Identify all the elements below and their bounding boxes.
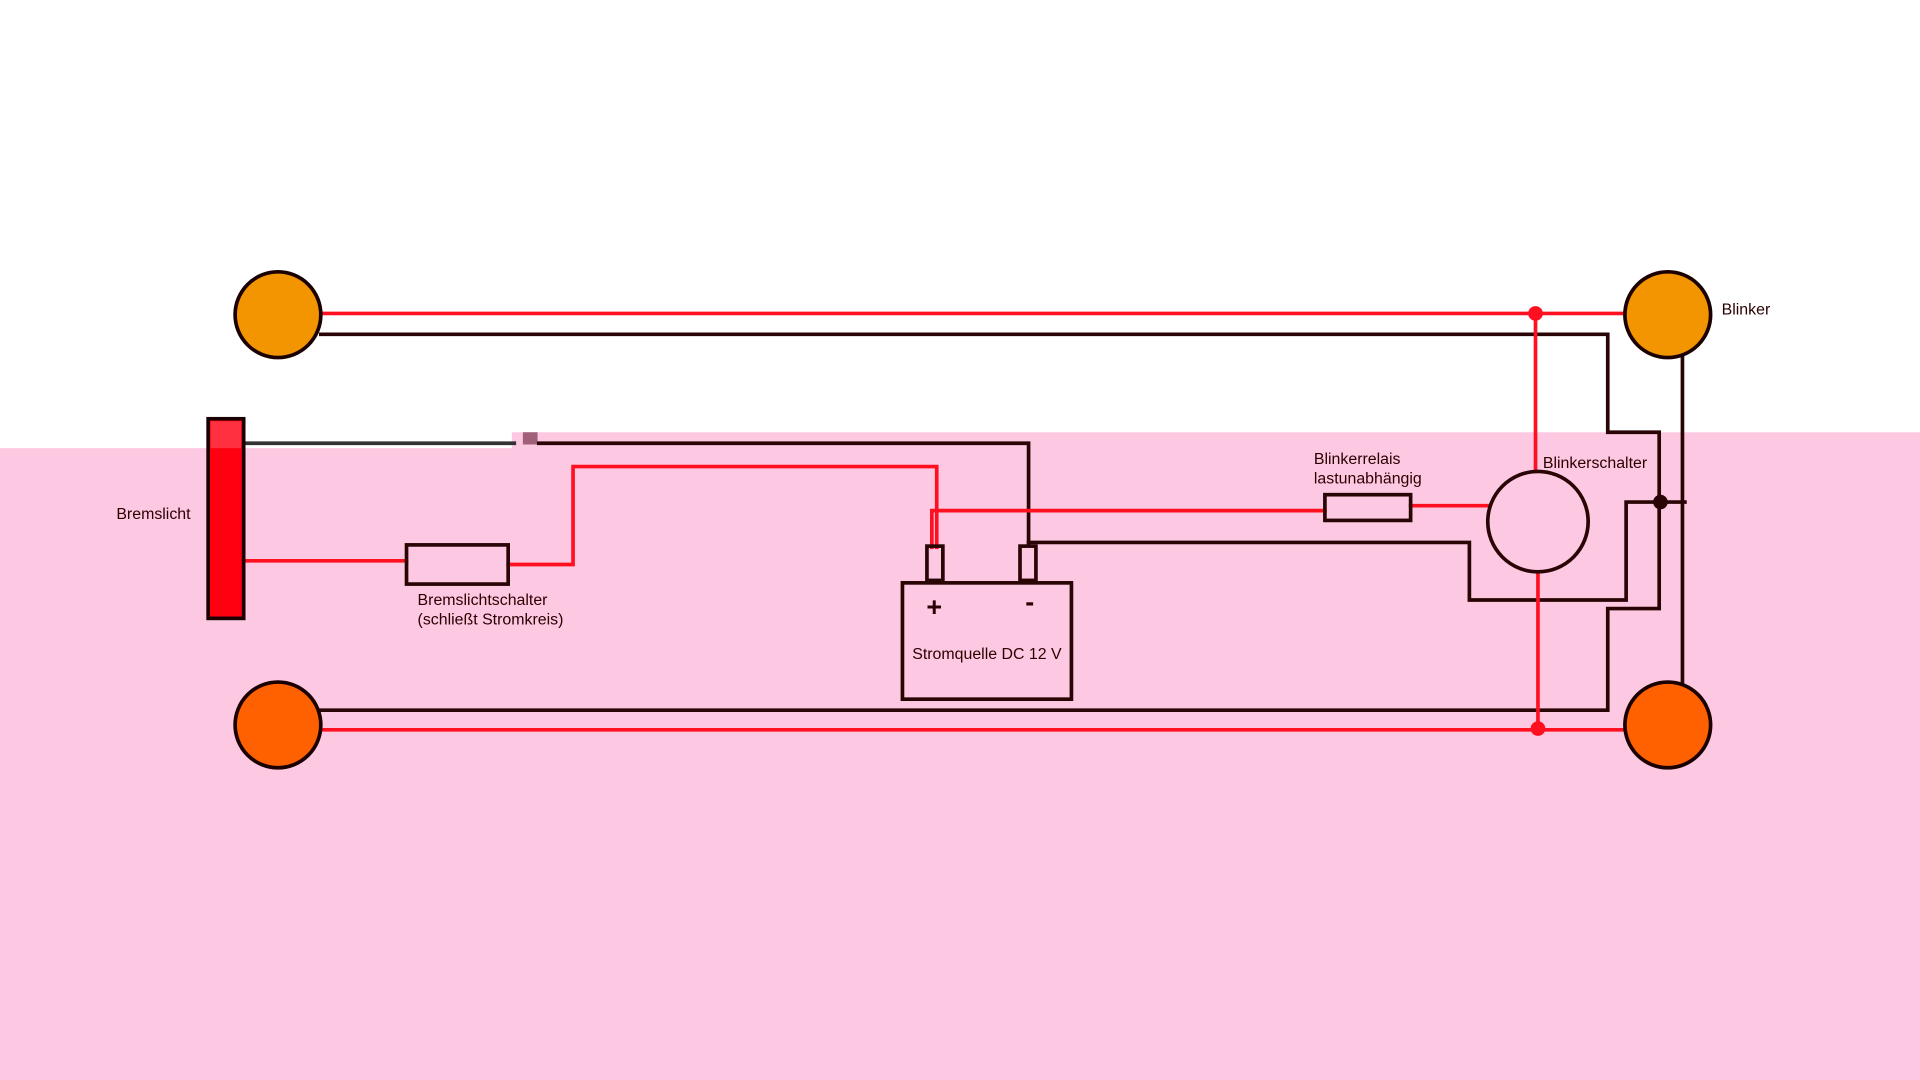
junction-dot-top xyxy=(1528,306,1543,321)
brake-switch xyxy=(404,543,511,586)
wire-red-relay xyxy=(930,508,1327,550)
wire-black-left-circuit xyxy=(318,332,1662,713)
wire-black-switch-ground xyxy=(1026,500,1687,602)
indicator-front-left xyxy=(233,270,323,360)
indicator-rear-right xyxy=(1623,680,1713,770)
brake-light xyxy=(206,416,246,621)
plus-sign: + xyxy=(926,592,942,622)
battery-body xyxy=(900,581,1074,702)
brake-switch-label-1: Bremslichtschalter xyxy=(418,592,549,609)
relay-label-2: lastunabhängig xyxy=(1314,471,1422,488)
indicator-front-right xyxy=(1623,270,1713,360)
junction-dot-black xyxy=(1653,494,1668,510)
power-source-label: Stromquelle DC 12 V xyxy=(912,646,1062,663)
battery: + - Stromquelle DC 12 V xyxy=(900,544,1074,702)
brake-light-highlight xyxy=(210,421,242,449)
indicator-switch xyxy=(1485,469,1590,574)
pink-region xyxy=(0,432,1920,1080)
indicator-switch-label: Blinkerschalter xyxy=(1543,455,1648,472)
wire-connector xyxy=(522,432,538,445)
indicator-label: Blinker xyxy=(1722,302,1771,319)
battery-terminal-minus xyxy=(1018,544,1038,583)
junction-dot-bottom xyxy=(1530,721,1546,736)
brake-light-label: Bremslicht xyxy=(116,506,191,523)
brake-switch-label-2: (schließt Stromkreis) xyxy=(418,611,564,628)
minus-sign: - xyxy=(1025,587,1034,617)
relay-label-1: Blinkerrelais xyxy=(1314,451,1401,468)
indicator-relay xyxy=(1323,492,1413,523)
red-wires xyxy=(243,306,1628,736)
indicator-rear-left xyxy=(233,680,323,770)
wire-red-brake-switch xyxy=(506,464,939,567)
battery-terminal-plus xyxy=(925,544,945,583)
